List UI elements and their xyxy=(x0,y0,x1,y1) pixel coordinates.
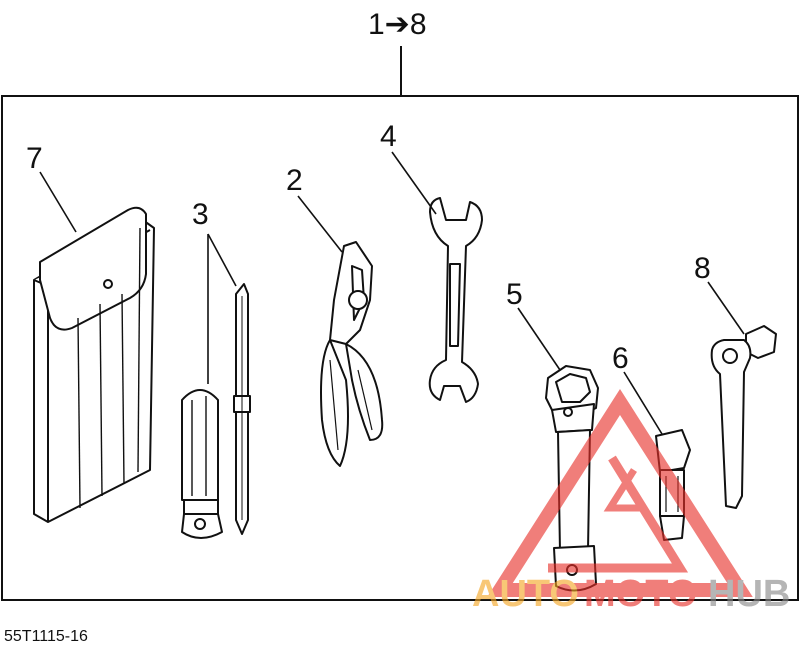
callout-5: 5 xyxy=(506,278,523,311)
callout-4: 4 xyxy=(380,120,397,153)
leader-5 xyxy=(517,307,561,371)
hex-key-wrench-icon xyxy=(710,325,777,509)
callout-3: 3 xyxy=(192,198,209,231)
leader-3b xyxy=(207,233,237,287)
watermark-logo: AUTO MOTO HUB xyxy=(472,388,790,615)
pliers-icon xyxy=(320,241,384,467)
callout-2: 2 xyxy=(286,164,303,197)
reference-code: 55T1115-16 xyxy=(4,628,88,645)
callout-8: 8 xyxy=(694,252,711,285)
leader-6 xyxy=(623,371,663,435)
watermark-text-hub: HUB xyxy=(708,573,790,615)
open-end-wrench-icon xyxy=(428,197,483,403)
leader-7 xyxy=(39,171,77,233)
callout-group xyxy=(39,151,745,435)
diagram-frame xyxy=(1,95,799,601)
callout-7: 7 xyxy=(26,142,43,175)
assembly-range-label: 1➔8 xyxy=(368,8,427,41)
leader-2 xyxy=(297,195,343,253)
watermark-text-auto: AUTO xyxy=(472,573,579,615)
watermark-triangle-icon xyxy=(487,388,753,597)
leader-4 xyxy=(391,151,437,215)
screwdriver-icon xyxy=(181,283,251,539)
watermark-text-moto: MOTO xyxy=(584,573,697,615)
leader-8 xyxy=(707,281,745,335)
tool-pouch-icon xyxy=(33,206,155,523)
callout-6: 6 xyxy=(612,342,629,375)
